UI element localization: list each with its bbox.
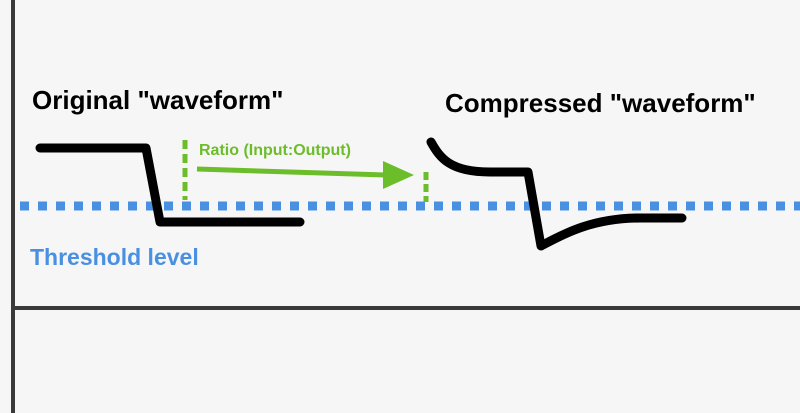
original-waveform-title: Original "waveform" bbox=[32, 85, 284, 115]
ratio-arrow-head bbox=[383, 161, 414, 189]
compressed-waveform-title: Compressed "waveform" bbox=[445, 88, 756, 118]
ratio-arrow-shaft bbox=[196, 166, 386, 178]
threshold-label: Threshold level bbox=[30, 244, 199, 270]
compressed-waveform bbox=[426, 137, 687, 251]
original-waveform bbox=[35, 143, 305, 227]
ratio-label: Ratio (Input:Output) bbox=[199, 142, 351, 159]
